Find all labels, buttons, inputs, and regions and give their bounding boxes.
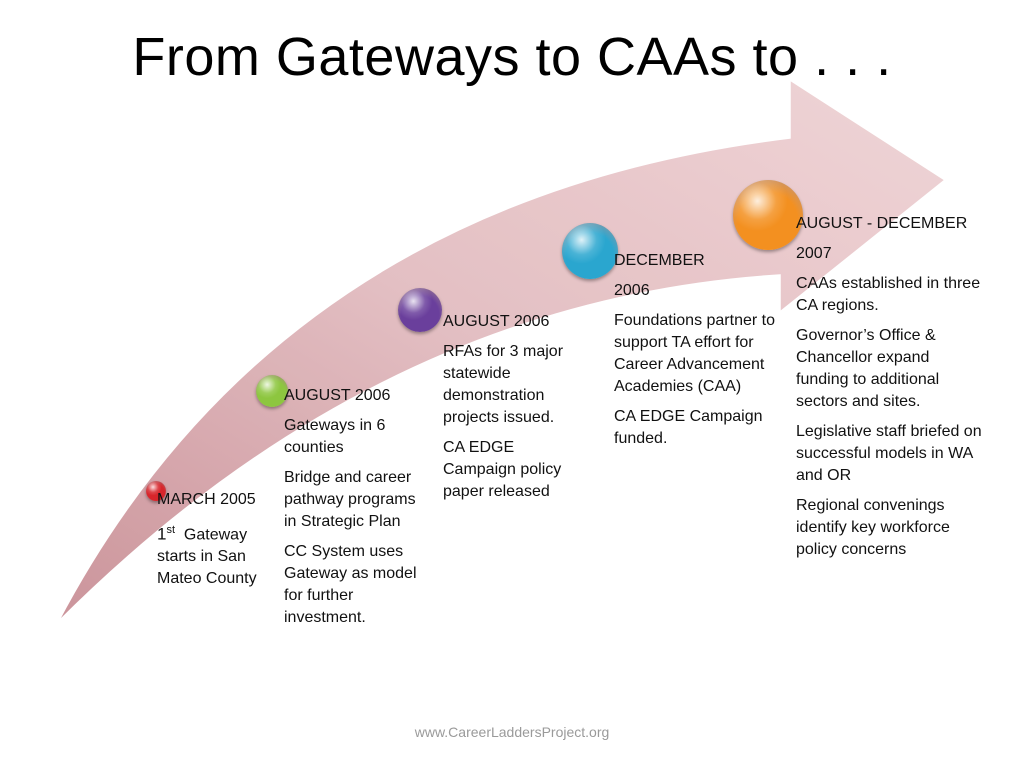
milestone-1: MARCH 2005 1st Gateway starts in San Mat… bbox=[157, 489, 279, 598]
milestone-year: 2007 bbox=[796, 245, 832, 262]
milestone-3: AUGUST 2006 RFAs for 3 major statewide d… bbox=[443, 311, 588, 511]
milestone-date: DECEMBER bbox=[614, 252, 705, 269]
milestone-4: DECEMBER 2006 Foundations partner to sup… bbox=[614, 250, 779, 458]
milestone-date: AUGUST 2006 bbox=[443, 313, 550, 330]
milestone-item: RFAs for 3 major statewide demonstration… bbox=[443, 343, 564, 426]
milestone-item: Regional convenings identify key workfor… bbox=[796, 497, 950, 558]
milestone-5: AUGUST - DECEMBER 2007 CAAs established … bbox=[796, 213, 986, 569]
milestone-dot-3 bbox=[398, 288, 442, 332]
milestone-2: AUGUST 2006 Gateways in 6 counties Bridg… bbox=[284, 385, 429, 637]
milestone-dot-2 bbox=[256, 375, 288, 407]
milestone-date: AUGUST 2006 bbox=[284, 387, 391, 404]
milestone-dot-1 bbox=[146, 481, 166, 501]
milestone-item: Foundations partner to support TA effort… bbox=[614, 312, 775, 395]
milestone-item: CC System uses Gateway as model for furt… bbox=[284, 543, 417, 626]
milestone-item: Gateways in 6 counties bbox=[284, 417, 386, 456]
milestone-date: MARCH 2005 bbox=[157, 491, 256, 508]
milestone-item: Bridge and career pathway programs in St… bbox=[284, 469, 416, 530]
milestone-item: CA EDGE Campaign policy paper released bbox=[443, 439, 562, 500]
milestone-item: CAAs established in three CA regions. bbox=[796, 275, 981, 314]
slide-title: From Gateways to CAAs to . . . bbox=[132, 27, 892, 87]
milestone-year: 2006 bbox=[614, 282, 650, 299]
milestone-dot-4 bbox=[562, 223, 618, 279]
milestone-item: Governor’s Office & Chancellor expand fu… bbox=[796, 327, 940, 410]
milestone-item: CA EDGE Campaign funded. bbox=[614, 408, 763, 447]
milestone-date: AUGUST - DECEMBER bbox=[796, 215, 968, 232]
milestone-item: 1st Gateway starts in San Mateo County bbox=[157, 524, 257, 588]
footer-url: www.CareerLaddersProject.org bbox=[414, 724, 610, 740]
milestone-item: Legislative staff briefed on successful … bbox=[796, 423, 982, 484]
milestone-dot-5 bbox=[733, 180, 803, 250]
